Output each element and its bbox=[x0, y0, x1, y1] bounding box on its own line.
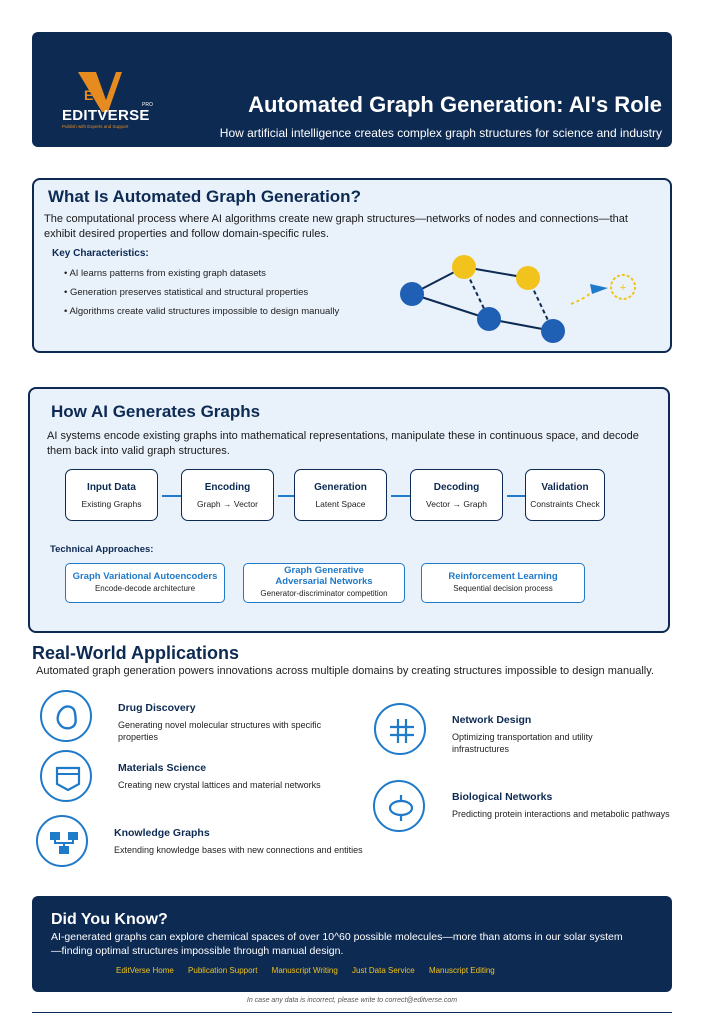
footer-divider bbox=[32, 1012, 672, 1013]
logo-tagline: Publish with Experts and Support bbox=[62, 124, 129, 129]
molecule-icon bbox=[40, 690, 92, 742]
grid-icon bbox=[374, 703, 426, 755]
characteristic-item: • Algorithms create valid structures imp… bbox=[64, 306, 340, 317]
approach-title: Reinforcement Learning bbox=[448, 571, 558, 582]
logo-name: EDITVERSE bbox=[62, 107, 150, 124]
process-card: How AI Generates Graphs AI systems encod… bbox=[28, 387, 670, 633]
graph-node bbox=[452, 255, 476, 279]
applications-body: Automated graph generation powers innova… bbox=[36, 665, 654, 677]
footer-links: EditVerse Home Publication Support Manus… bbox=[116, 966, 507, 975]
graph-illustration: + bbox=[400, 255, 636, 343]
did-you-know-body: AI-generated graphs can explore chemical… bbox=[51, 931, 623, 957]
app-title-drug-discovery: Drug Discovery bbox=[118, 702, 196, 714]
graph-node bbox=[477, 307, 501, 331]
definition-title: What Is Automated Graph Generation? bbox=[48, 187, 361, 206]
approach-card: Graph Generative Adversarial Networks Ge… bbox=[243, 563, 405, 603]
arrow-icon bbox=[590, 284, 608, 294]
editverse-logo-icon: E bbox=[78, 72, 122, 112]
app-title-knowledge-graphs: Knowledge Graphs bbox=[114, 827, 210, 839]
key-characteristics-title: Key Characteristics: bbox=[52, 248, 149, 259]
step-title: Input Data bbox=[87, 482, 136, 493]
did-you-know-title: Did You Know? bbox=[51, 911, 168, 928]
step-decoding: Decoding Vector → Graph bbox=[410, 469, 503, 521]
page-title: Automated Graph Generation: AI's Role bbox=[248, 92, 662, 117]
logo-sup: PRO bbox=[142, 102, 153, 108]
technical-approaches-title: Technical Approaches: bbox=[50, 544, 154, 555]
approach-card: Graph Variational Autoencoders Encode-de… bbox=[65, 563, 225, 603]
step-sub: Vector → Graph bbox=[426, 499, 487, 509]
process-body: AI systems encode existing graphs into m… bbox=[47, 430, 639, 457]
step-sub: Existing Graphs bbox=[81, 499, 142, 509]
step-title: Generation bbox=[314, 482, 367, 493]
svg-text:E: E bbox=[84, 87, 93, 103]
link-manuscript-editing[interactable]: Manuscript Editing bbox=[428, 966, 495, 975]
approach-title: Graph Generative Adversarial Networks bbox=[275, 565, 373, 587]
step-title: Decoding bbox=[433, 482, 480, 493]
process-title: How AI Generates Graphs bbox=[51, 402, 261, 421]
graph-node bbox=[400, 282, 424, 306]
app-desc: Generating novel molecular structures wi… bbox=[118, 720, 322, 742]
characteristic-item: • AI learns patterns from existing graph… bbox=[64, 268, 266, 279]
approach-card: Reinforcement Learning Sequential decisi… bbox=[421, 563, 585, 603]
app-title-biological-networks: Biological Networks bbox=[452, 791, 553, 803]
hierarchy-icon bbox=[36, 815, 88, 867]
footer-note: In case any data is incorrect, please wr… bbox=[246, 997, 458, 1004]
new-node-icon bbox=[610, 274, 636, 300]
app-desc: Predicting protein interactions and meta… bbox=[452, 809, 670, 819]
graph-node bbox=[541, 319, 565, 343]
cell-icon bbox=[373, 780, 425, 832]
approach-sub: Encode-decode architecture bbox=[94, 584, 196, 593]
app-title-network-design: Network Design bbox=[452, 714, 532, 726]
crystal-icon bbox=[40, 750, 92, 802]
step-input-data: Input Data Existing Graphs bbox=[65, 469, 158, 521]
app-desc: Optimizing transportation and utility in… bbox=[452, 732, 593, 754]
step-title: Encoding bbox=[204, 482, 251, 493]
approach-sub: Sequential decision process bbox=[453, 584, 553, 593]
definition-card: What Is Automated Graph Generation? The … bbox=[32, 178, 672, 353]
step-sub: Graph → Vector bbox=[197, 499, 258, 509]
approach-title: Graph Variational Autoencoders bbox=[72, 571, 218, 582]
step-encoding: Encoding Graph → Vector bbox=[181, 469, 274, 521]
link-manuscript-writing[interactable]: Manuscript Writing bbox=[271, 966, 338, 975]
page-subtitle: How artificial intelligence creates comp… bbox=[219, 126, 662, 140]
app-desc: Extending knowledge bases with new conne… bbox=[114, 845, 363, 855]
app-desc: Creating new crystal lattices and materi… bbox=[118, 780, 321, 790]
graph-node bbox=[516, 266, 540, 290]
approach-sub: Generator-discriminator competition bbox=[260, 589, 388, 598]
step-sub: Latent Space bbox=[315, 499, 366, 509]
step-sub: Constraints Check bbox=[530, 499, 600, 509]
definition-body: The computational process where AI algor… bbox=[44, 213, 628, 240]
characteristic-item: • Generation preserves statistical and s… bbox=[64, 287, 309, 298]
link-just-data-service[interactable]: Just Data Service bbox=[352, 966, 415, 975]
app-title-materials-science: Materials Science bbox=[118, 762, 207, 774]
step-validation: Validation Constraints Check bbox=[525, 469, 605, 521]
applications-title: Real-World Applications bbox=[32, 643, 240, 663]
did-you-know-panel: Did You Know? AI-generated graphs can ex… bbox=[32, 896, 672, 992]
link-publication-support[interactable]: Publication Support bbox=[188, 966, 258, 975]
plus-icon: + bbox=[620, 282, 626, 294]
step-title: Validation bbox=[541, 482, 589, 493]
link-editverse-home[interactable]: EditVerse Home bbox=[116, 966, 174, 975]
header-banner: E EDITVERSE PRO Publish with Experts and… bbox=[32, 32, 672, 147]
step-generation: Generation Latent Space bbox=[294, 469, 387, 521]
